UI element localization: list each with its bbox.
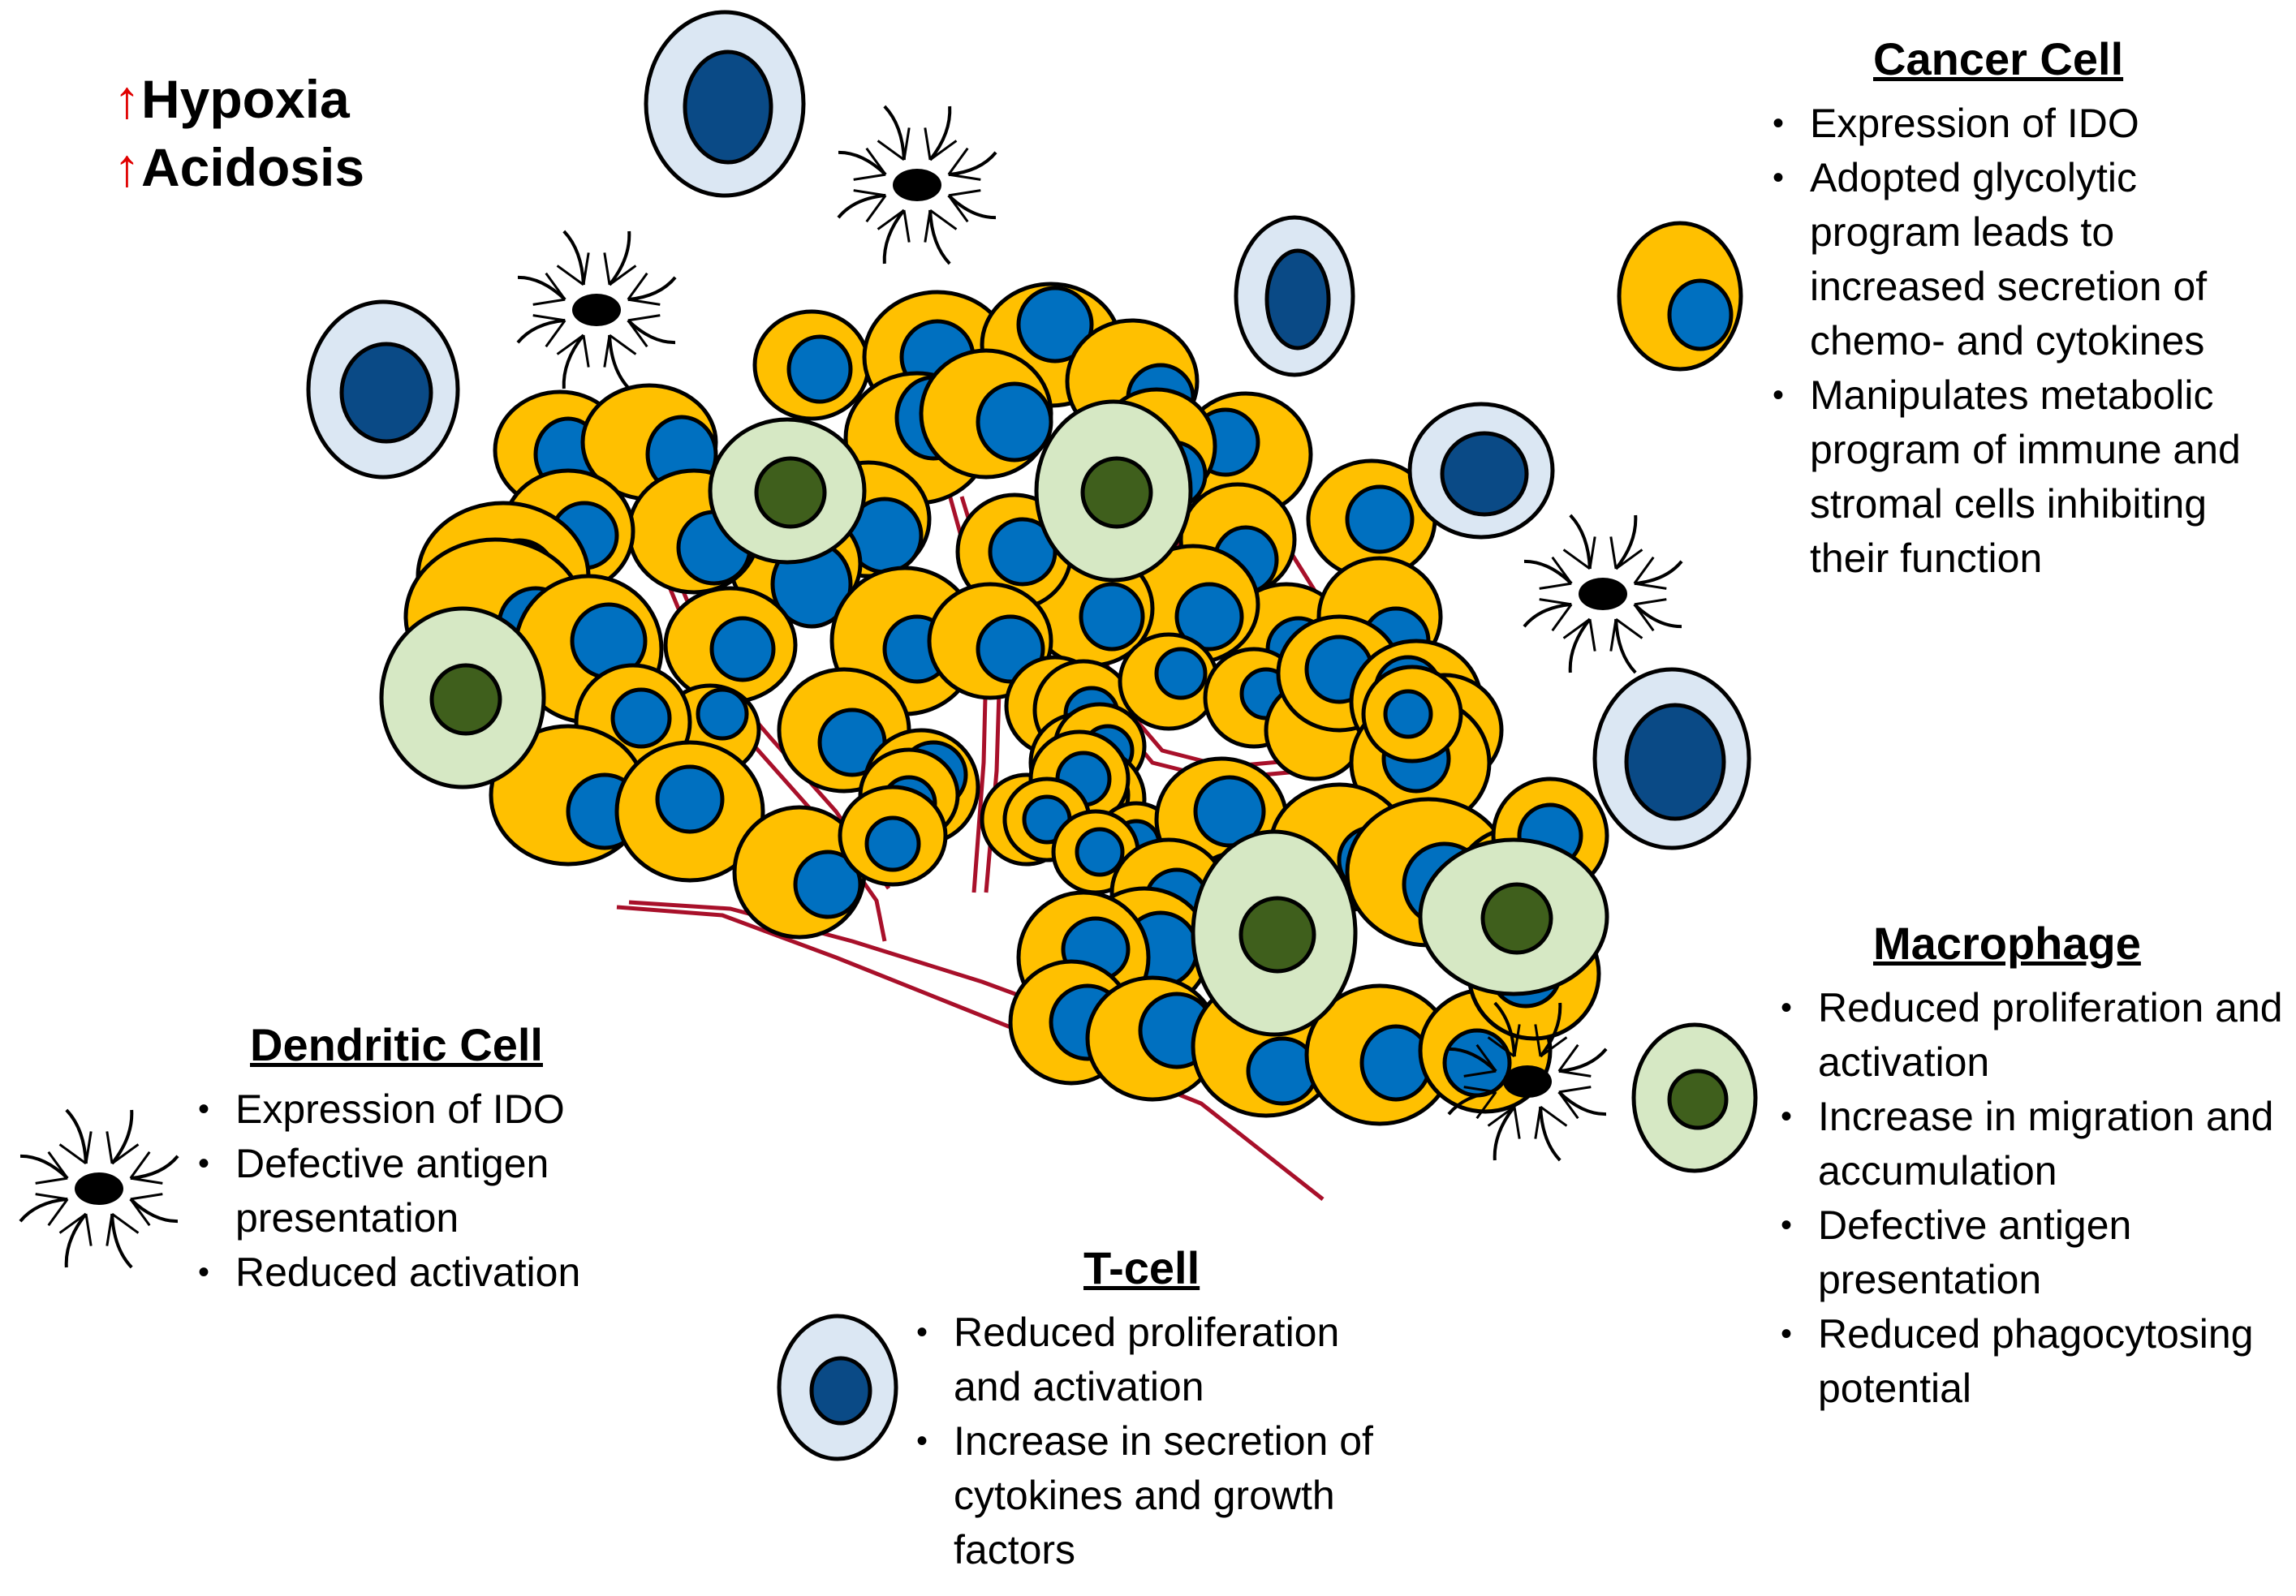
cancer-cell-panel: Cancer Cell Expression of IDO Adopted gl… (1761, 32, 2281, 586)
cancer-cell-icon (1361, 665, 1463, 764)
list-item: Defective antigen presentation (1769, 1198, 2289, 1307)
list-item: Expression of IDO (187, 1082, 641, 1137)
cancer-cell-icon (614, 740, 765, 883)
cancer-cell-icon (1617, 221, 1743, 372)
list-item: Expression of IDO (1761, 97, 2281, 151)
t-cell-icon (1592, 667, 1751, 850)
conditions-list: ↑Hypoxia ↑Acidosis (114, 65, 364, 201)
cancer-cell-icon (1178, 391, 1313, 518)
blood-vessel-segment (616, 905, 1325, 1201)
condition-hypoxia: ↑Hypoxia (114, 65, 364, 133)
macrophage-icon (1034, 399, 1193, 583)
cancer-cell-icon (838, 785, 948, 887)
list-item: Defective antigen presentation (187, 1137, 641, 1245)
up-arrow-icon: ↑ (114, 137, 140, 197)
list-item: Reduced proliferation and activation (905, 1306, 1408, 1414)
macrophage-icon (1631, 1022, 1758, 1173)
condition-label: Acidosis (141, 137, 365, 197)
dendritic-cell-effects: Expression of IDO Defective antigen pres… (187, 1082, 641, 1300)
tumor-cell-cluster (379, 282, 1609, 1126)
list-item: Reduced proliferation and activation (1769, 981, 2289, 1090)
list-item: Increase in secretion of cytokines and g… (905, 1414, 1408, 1577)
dendritic-cell-icon (516, 230, 677, 390)
list-item: Adopted glycolytic program leads to incr… (1761, 151, 2281, 368)
cancer-cell-icon (752, 309, 871, 421)
macrophage-icon (708, 417, 867, 565)
surrounding-immune-cells (19, 10, 1758, 1461)
cancer-cell-icon (1304, 983, 1455, 1126)
dendritic-cell-panel: Dendritic Cell Expression of IDO Defecti… (187, 1018, 641, 1300)
cancer-cell-icon (663, 586, 798, 704)
macrophage-panel: Macrophage Reduced proliferation and act… (1769, 917, 2289, 1416)
macrophage-icon (1191, 829, 1358, 1037)
cancer-cell-icon (1085, 975, 1220, 1102)
t-cell-icon (644, 10, 806, 198)
macrophage-icon (379, 606, 546, 789)
cancer-cell-effects: Expression of IDO Adopted glycolytic pro… (1761, 97, 2281, 586)
dendritic-cell-icon (1523, 514, 1683, 674)
condition-label: Hypoxia (141, 69, 350, 129)
panel-title: T-cell (1083, 1242, 1200, 1293)
condition-acidosis: ↑Acidosis (114, 133, 364, 201)
macrophage-effects: Reduced proliferation and activation Inc… (1769, 981, 2289, 1416)
t-cell-icon (1234, 215, 1355, 377)
list-item: Reduced activation (187, 1245, 641, 1300)
t-cell-icon (777, 1314, 898, 1461)
list-item: Increase in migration and accumulation (1769, 1090, 2289, 1198)
panel-title: Dendritic Cell (250, 1019, 543, 1070)
dendritic-cell-icon (837, 105, 997, 265)
list-item: Manipulates metabolic program of immune … (1761, 368, 2281, 586)
list-item: Reduced phagocytosing potential (1769, 1307, 2289, 1416)
panel-title: Macrophage (1873, 918, 2141, 969)
macrophage-icon (1418, 837, 1609, 996)
dendritic-cell-icon (19, 1108, 179, 1269)
cancer-cell-icon (1118, 632, 1220, 731)
t-cell-icon (1407, 402, 1555, 540)
t-cell-icon (306, 299, 460, 480)
panel-title: Cancer Cell (1873, 33, 2124, 84)
up-arrow-icon: ↑ (114, 69, 140, 129)
cancer-cell-icon (919, 348, 1053, 480)
dendritic-cell-icon (1447, 1001, 1608, 1162)
t-cell-effects: Reduced proliferation and activation Inc… (905, 1306, 1408, 1577)
t-cell-panel: T-cell Reduced proliferation and activat… (905, 1241, 1408, 1577)
